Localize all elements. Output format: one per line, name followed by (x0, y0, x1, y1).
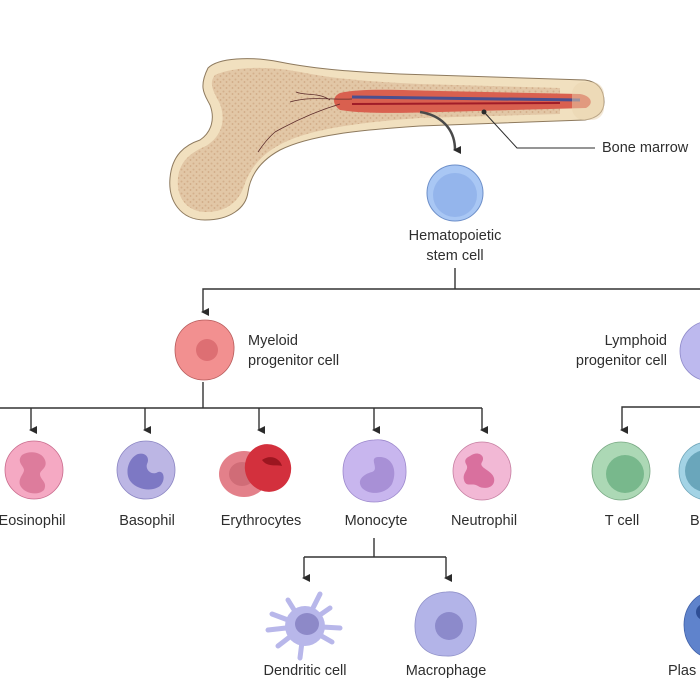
t-cell-label: T cell (604, 513, 640, 529)
lymphoid-progenitor-label: Lymphoid progenitor cell (576, 331, 667, 371)
eosinophil-label: Eosinophil (0, 513, 66, 529)
basophil-label: Basophil (119, 513, 175, 529)
b-cell (678, 442, 700, 500)
stem-cell-label: Hematopoietic stem cell (409, 226, 502, 266)
basophil-cell (116, 440, 176, 500)
marrow-cavity (334, 89, 591, 113)
macrophage-cell (414, 591, 477, 657)
stem-cell-label-line2: stem cell (426, 248, 484, 264)
lineage-connectors (0, 268, 700, 582)
myeloid-progenitor-cell (174, 319, 235, 381)
plasma-cell-label: Plas (668, 663, 697, 679)
neutrophil-cell (452, 441, 512, 501)
dendritic-cell-label: Dendritic cell (263, 663, 347, 679)
b-cell-label: B (690, 513, 700, 529)
stem-cell-label-line1: Hematopoietic (408, 228, 502, 244)
blood-vessel-vein (351, 95, 581, 102)
stem-cell (426, 164, 484, 222)
origin-arrow (419, 110, 462, 154)
monocyte-cell (342, 439, 407, 503)
erythrocytes-label: Erythrocytes (220, 513, 302, 529)
lymphoid-label-line1: Lymphoid (604, 333, 667, 349)
myeloid-progenitor-label: Myeloid progenitor cell (248, 331, 339, 371)
blood-vessel-artery (351, 102, 561, 105)
myeloid-label-line2: progenitor cell (248, 353, 340, 369)
dendritic-cell (265, 591, 343, 661)
monocyte-label: Monocyte (344, 513, 408, 529)
bone-marrow-label: Bone marrow (602, 140, 689, 156)
neutrophil-label: Neutrophil (450, 513, 518, 529)
plasma-cell (683, 594, 700, 656)
myeloid-label-line1: Myeloid (248, 333, 298, 349)
lymphoid-progenitor-cell (679, 322, 700, 380)
bone-marrow-pointer (481, 109, 595, 149)
t-cell (591, 441, 651, 501)
eosinophil-cell (4, 440, 64, 500)
erythrocyte-cells (219, 444, 292, 497)
femur-bone (169, 58, 605, 221)
lymphoid-label-line2: progenitor cell (575, 353, 667, 369)
macrophage-label: Macrophage (405, 663, 487, 679)
